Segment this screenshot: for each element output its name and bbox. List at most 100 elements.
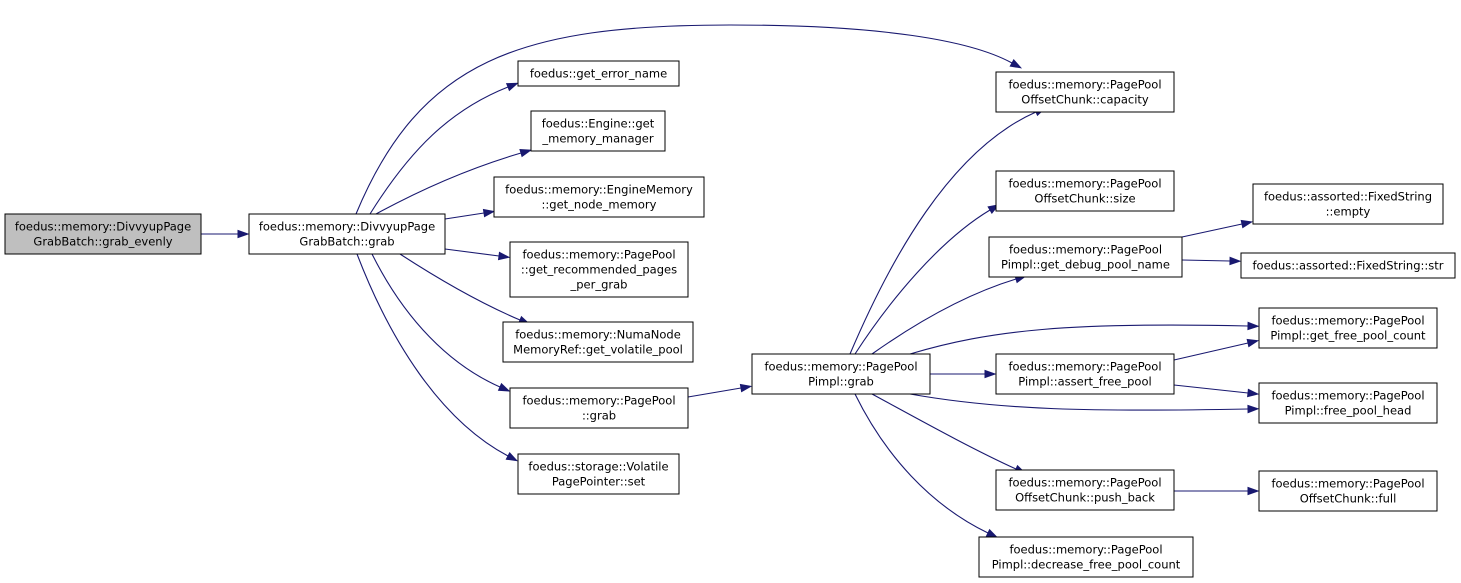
node-full[interactable]: foedus::memory::PagePoolOffsetChunk::ful… [1258, 470, 1438, 512]
node-label-line: ::get_node_memory [542, 198, 657, 212]
edge-line [854, 209, 991, 355]
node-box[interactable] [995, 71, 1175, 113]
node-box[interactable] [995, 353, 1175, 395]
node-box[interactable] [1258, 382, 1438, 424]
node-label-line: foedus::memory::PagePool [764, 360, 917, 374]
arrowhead-icon [985, 528, 999, 538]
node-label-line: foedus::memory::PagePool [1271, 389, 1424, 403]
node-box[interactable] [517, 453, 680, 495]
node-box[interactable] [1252, 183, 1444, 225]
node-box[interactable] [1258, 307, 1438, 349]
node-box[interactable] [517, 60, 680, 87]
node-box[interactable] [978, 536, 1194, 578]
node-box[interactable] [248, 213, 446, 255]
node-label-line: Pimpl::free_pool_head [1285, 404, 1412, 418]
node-box[interactable] [509, 387, 689, 429]
node-volpool[interactable]: foedus::memory::NumaNodeMemoryRef::get_v… [502, 321, 694, 363]
edge-line [1181, 223, 1243, 238]
node-box[interactable] [995, 170, 1175, 212]
node-label-line: ::empty [1326, 205, 1371, 219]
node-label-line: Pimpl::grab [808, 375, 874, 389]
node-label-line: foedus::assorted::FixedString [1264, 190, 1432, 204]
node-size[interactable]: foedus::memory::PagePoolOffsetChunk::siz… [995, 170, 1175, 212]
node-decfree[interactable]: foedus::memory::PagePoolPimpl::decrease_… [978, 536, 1194, 578]
node-root[interactable]: foedus::memory::DivvyupPageGrabBatch::gr… [4, 213, 202, 255]
edge-ppgrab-to-implgrab [687, 383, 753, 398]
node-label-line: foedus::memory::PagePool [522, 248, 675, 262]
edge-line [854, 393, 989, 534]
edge-line [399, 253, 521, 321]
node-label-line: OffsetChunk::size [1034, 192, 1135, 206]
node-nodemem[interactable]: foedus::memory::EngineMemory::get_node_m… [493, 176, 705, 218]
node-box[interactable] [1258, 470, 1438, 512]
arrowhead-icon [1009, 58, 1023, 69]
node-freecount[interactable]: foedus::memory::PagePoolPimpl::get_free_… [1258, 307, 1438, 349]
node-label-line: _per_grab [570, 278, 628, 292]
node-label-line: foedus::memory::DivvyupPage [259, 220, 435, 234]
node-box[interactable] [988, 236, 1183, 278]
arrowhead-icon [1247, 321, 1260, 331]
arrowhead-icon [1229, 256, 1242, 266]
node-label-line: _memory_manager [541, 132, 654, 146]
node-label-line: Pimpl::decrease_free_pool_count [992, 558, 1181, 572]
node-freehead[interactable]: foedus::memory::PagePoolPimpl::free_pool… [1258, 382, 1438, 424]
node-vpset[interactable]: foedus::storage::VolatilePagePointer::se… [517, 453, 680, 495]
node-label-line: foedus::memory::PagePool [1009, 543, 1162, 557]
node-err[interactable]: foedus::get_error_name [517, 60, 680, 87]
node-debugname[interactable]: foedus::memory::PagePoolPimpl::get_debug… [988, 236, 1183, 278]
node-box[interactable] [751, 353, 931, 395]
node-grab[interactable]: foedus::memory::DivvyupPageGrabBatch::gr… [248, 213, 446, 255]
node-box[interactable] [493, 176, 705, 218]
node-label-line: foedus::Engine::get [542, 117, 655, 131]
edge-implgrab-to-decfree [854, 393, 999, 538]
node-box[interactable] [509, 241, 689, 298]
edge-root-to-grab [201, 229, 250, 239]
node-label-line: Pimpl::get_debug_pool_name [1001, 258, 1170, 272]
node-label-line: OffsetChunk::push_back [1015, 491, 1155, 505]
edge-line [371, 253, 501, 388]
edge-line [355, 24, 1013, 215]
edge-implgrab-to-freecount [909, 321, 1260, 355]
node-label-line: GrabBatch::grab_evenly [33, 235, 172, 249]
edge-line [909, 324, 1249, 355]
arrowhead-icon [237, 229, 250, 239]
edge-line [1173, 342, 1249, 361]
node-label-line: foedus::memory::EngineMemory [505, 183, 693, 197]
edge-line [444, 212, 485, 220]
node-pushback[interactable]: foedus::memory::PagePoolOffsetChunk::pus… [995, 469, 1175, 511]
node-box[interactable] [995, 469, 1175, 511]
node-label-line: foedus::memory::PagePool [1008, 476, 1161, 490]
node-ppgrab[interactable]: foedus::memory::PagePool::grab [509, 387, 689, 429]
node-getmm[interactable]: foedus::Engine::get_memory_manager [530, 110, 666, 152]
arrowhead-icon [519, 149, 533, 158]
node-box[interactable] [530, 110, 666, 152]
node-label-line: ::get_recommended_pages [521, 263, 677, 277]
node-fsstr[interactable]: foedus::assorted::FixedString::str [1240, 252, 1456, 279]
node-label-line: ::grab [582, 409, 616, 423]
node-box[interactable] [1240, 252, 1456, 279]
arrowhead-icon [1247, 486, 1260, 496]
node-fsempty[interactable]: foedus::assorted::FixedString::empty [1252, 183, 1444, 225]
node-label-line: foedus::memory::DivvyupPage [15, 220, 191, 234]
node-label-line: foedus::assorted::FixedString::str [1252, 259, 1443, 273]
nodes-layer: foedus::memory::DivvyupPageGrabBatch::gr… [4, 60, 1456, 578]
node-recpages[interactable]: foedus::memory::PagePool::get_recommende… [509, 241, 689, 298]
node-label-line: foedus::storage::Volatile [528, 460, 668, 474]
edge-pushback-to-full [1174, 486, 1260, 496]
node-label-line: foedus::get_error_name [530, 67, 667, 81]
edge-line [871, 278, 1017, 355]
edge-grab-to-capacity [355, 24, 1023, 215]
node-capacity[interactable]: foedus::memory::PagePoolOffsetChunk::cap… [995, 71, 1175, 113]
arrowhead-icon [1247, 404, 1260, 414]
node-box[interactable] [4, 213, 202, 255]
node-assertfree[interactable]: foedus::memory::PagePoolPimpl::assert_fr… [995, 353, 1175, 395]
edges-layer [201, 24, 1260, 538]
arrowhead-icon [1246, 338, 1260, 348]
edge-implgrab-to-size [854, 204, 1000, 355]
node-label-line: Pimpl::assert_free_pool [1018, 375, 1151, 389]
node-label-line: foedus::memory::NumaNode [515, 328, 681, 342]
edge-implgrab-to-debugname [871, 275, 1027, 355]
node-box[interactable] [502, 321, 694, 363]
